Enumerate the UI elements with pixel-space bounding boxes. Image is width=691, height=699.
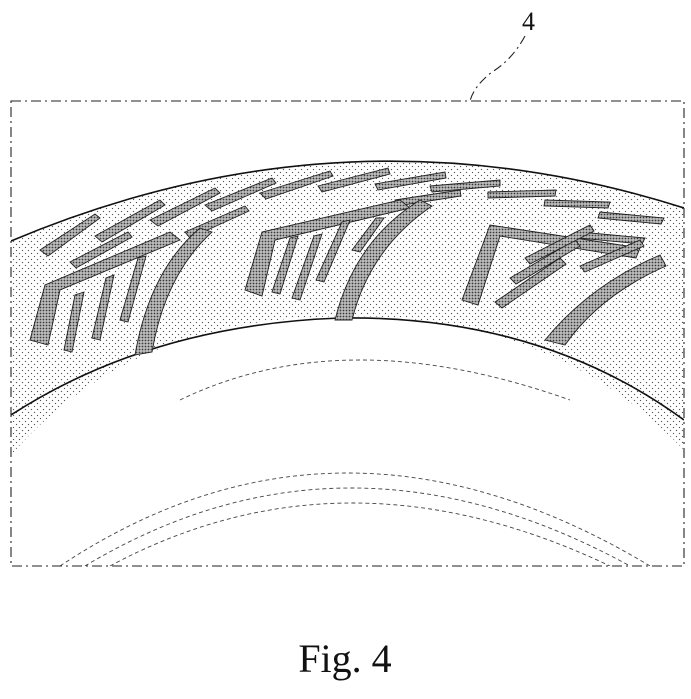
inner-dashed-arc-4 bbox=[180, 360, 570, 400]
tire-section bbox=[11, 161, 684, 566]
inner-dashed-arc-2 bbox=[85, 488, 630, 566]
reference-numeral: 4 bbox=[522, 7, 535, 36]
inner-dashed-arc-3 bbox=[110, 503, 610, 566]
inner-dashed-arc-1 bbox=[60, 473, 650, 566]
leader-line bbox=[470, 36, 525, 101]
figure-caption: Fig. 4 bbox=[298, 636, 391, 681]
